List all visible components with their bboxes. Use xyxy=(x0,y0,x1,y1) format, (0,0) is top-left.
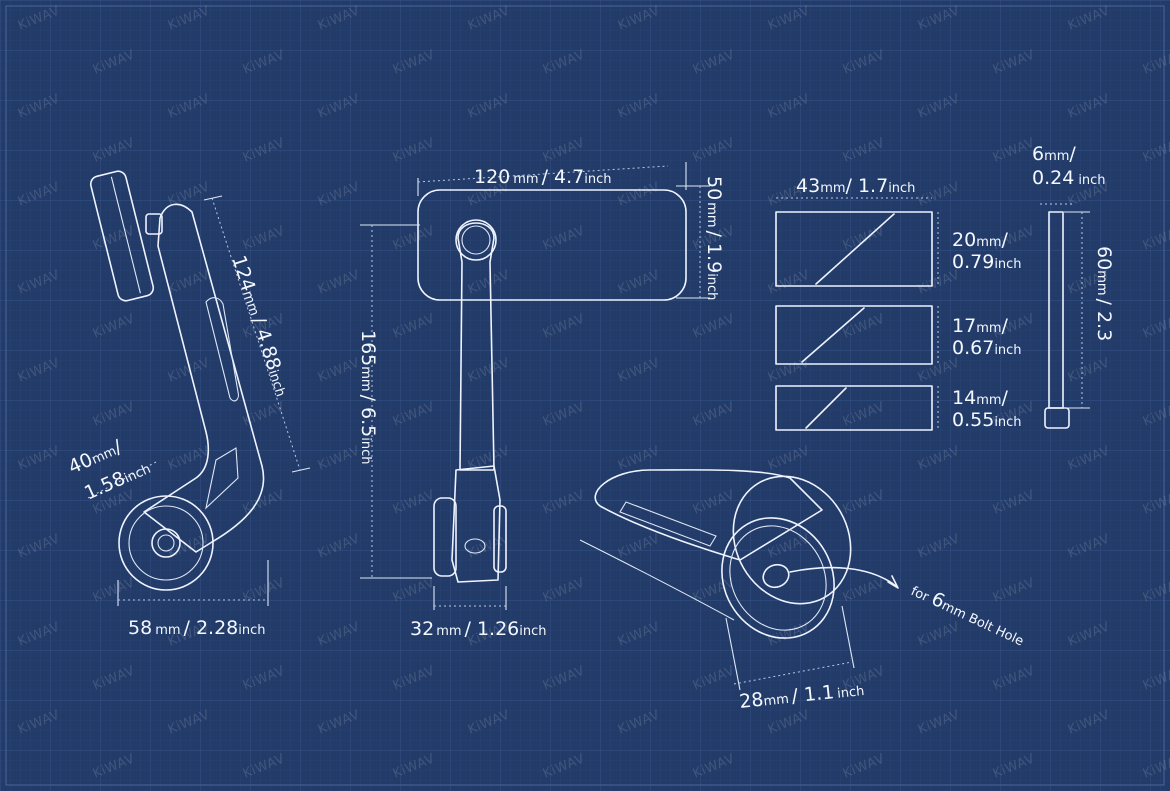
frame-border xyxy=(5,5,1165,786)
front-stem xyxy=(457,222,495,471)
side-mirror-head xyxy=(89,170,155,302)
front-mirror-outline xyxy=(417,189,687,301)
spacer-14mm xyxy=(775,385,933,431)
bolt-length-label: 60mm/ 2.3 xyxy=(1093,246,1115,341)
bottom-view: 28mm/ 1.1inch for 6mm Bolt Hole xyxy=(579,469,1026,713)
spacer-width-label: 43mm/ 1.7inch xyxy=(796,175,915,197)
front-base xyxy=(451,465,501,583)
side-clamp-outer xyxy=(118,495,214,591)
bottom-width-label: 28mm/ 1.1inch xyxy=(738,678,865,713)
front-height-label: 165mm/ 6.5inch xyxy=(357,330,379,465)
bottom-clamp-ring xyxy=(729,525,827,631)
side-bolt-hole xyxy=(151,528,181,558)
bolt-diameter-label-mm: 6mm/ xyxy=(1032,143,1076,165)
bottom-width-dim-line xyxy=(733,661,853,685)
spacer-17mm xyxy=(775,305,933,365)
bottom-bolt-arrow xyxy=(789,566,897,587)
spacer-14mm-label-mm: 14mm/ xyxy=(952,387,1009,409)
spacer-14mm-label-in: 0.55inch xyxy=(952,409,1022,431)
front-bolt-hole xyxy=(464,538,486,554)
front-base-cap-right xyxy=(493,505,507,573)
side-arm-slot xyxy=(205,297,239,402)
front-base-cap-left xyxy=(433,497,457,577)
spacer-20mm xyxy=(775,211,933,287)
spacer-20mm-label-mm: 20mm/ xyxy=(952,229,1009,251)
spacer-set: 43mm/ 1.7inch 20mm/ 0.79inch 17mm/ 0.67i… xyxy=(775,175,1022,431)
side-arm-outline xyxy=(143,203,265,553)
spacer-17mm-label-in: 0.67inch xyxy=(952,337,1022,359)
bottom-arrow-head xyxy=(887,575,899,589)
front-mirror-height-label: 50mm/ 1.9inch xyxy=(703,176,725,300)
bottom-arm-edge xyxy=(579,539,735,621)
side-lower-slot xyxy=(205,447,239,510)
bottom-arm-body xyxy=(594,469,823,561)
front-width-dim-line xyxy=(417,165,669,183)
side-ball-joint xyxy=(145,213,163,235)
spacer-17mm-label-mm: 17mm/ xyxy=(952,315,1009,337)
spacer-20mm-label-in: 0.79inch xyxy=(952,251,1022,273)
front-ball-joint xyxy=(455,219,497,261)
bolt-head xyxy=(1044,407,1070,429)
bottom-arm-slot xyxy=(619,501,717,547)
bottom-clamp-outer xyxy=(721,517,835,639)
bottom-bolt-hole xyxy=(762,563,790,589)
side-clamp-ring xyxy=(128,505,204,581)
